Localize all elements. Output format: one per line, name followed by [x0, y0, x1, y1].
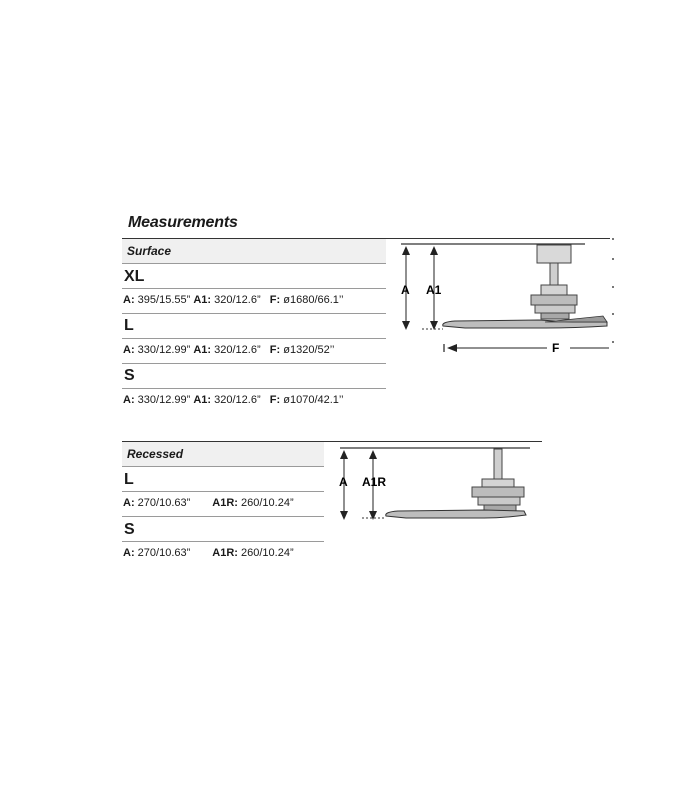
divider [122, 466, 324, 467]
dimension-f-label: F [552, 341, 559, 355]
recessed-heading: Recessed [122, 442, 324, 466]
edge-mark [612, 258, 614, 260]
dimension-a-label: A [401, 283, 410, 297]
dimension-a-arrow [340, 450, 348, 520]
surface-size-s-label: S [124, 367, 135, 384]
divider [122, 338, 386, 339]
dimension-a-label: A [339, 475, 348, 489]
recessed-size-s-specs: A: 270/10.63”A1R: 260/10.24” [123, 547, 294, 559]
dimension-a1-label: A1 [426, 283, 442, 297]
dimension-a1-arrow [430, 246, 438, 330]
fan-blade [385, 509, 527, 519]
section-rule-top [122, 238, 610, 239]
divider [122, 516, 324, 517]
fan-motor-top [540, 284, 568, 296]
edge-mark [612, 238, 614, 240]
recessed-mount-diagram: A A1R [339, 447, 530, 520]
surface-size-xl-specs: A: 395/15.55” A1: 320/12.6” F: ø1680/66.… [123, 294, 344, 306]
surface-mount-diagram: A A1 F [401, 243, 609, 355]
fan-motor-bottom [477, 496, 521, 506]
surface-size-s-specs: A: 330/12.99” A1: 320/12.6” F: ø1070/42.… [123, 394, 344, 406]
fan-light-cap [540, 312, 570, 320]
page-title: Measurements [128, 214, 238, 231]
divider [122, 491, 324, 492]
fan-blade-far [544, 315, 608, 323]
divider [122, 263, 386, 264]
dimension-a-arrow [402, 246, 410, 330]
surface-size-xl-label: XL [124, 268, 145, 285]
dimension-f-arrow [447, 344, 609, 352]
edge-mark [612, 313, 614, 315]
edge-mark [612, 286, 614, 288]
fan-motor-middle [471, 486, 525, 498]
divider [122, 541, 324, 542]
edge-mark [612, 341, 614, 343]
section-rule-top [122, 441, 542, 442]
recessed-size-s-label: S [124, 521, 135, 538]
surface-size-l-specs: A: 330/12.99” A1: 320/12.6” F: ø1320/52’… [123, 344, 335, 356]
fan-canopy [536, 244, 572, 264]
dimension-a1r-label: A1R [362, 475, 386, 489]
fan-motor-bottom [534, 304, 576, 314]
dimension-a1r-arrow [369, 450, 377, 520]
fan-downrod [549, 262, 559, 286]
divider [122, 363, 386, 364]
surface-size-l-label: L [124, 317, 134, 334]
recessed-size-l-label: L [124, 471, 134, 488]
recessed-size-l-specs: A: 270/10.63”A1R: 260/10.24” [123, 497, 294, 509]
divider [122, 388, 386, 389]
divider [122, 288, 386, 289]
fan-downrod [493, 448, 503, 480]
divider [122, 313, 386, 314]
fan-motor-top [481, 478, 515, 488]
fan-motor-middle [530, 294, 578, 306]
surface-heading: Surface [122, 239, 386, 263]
